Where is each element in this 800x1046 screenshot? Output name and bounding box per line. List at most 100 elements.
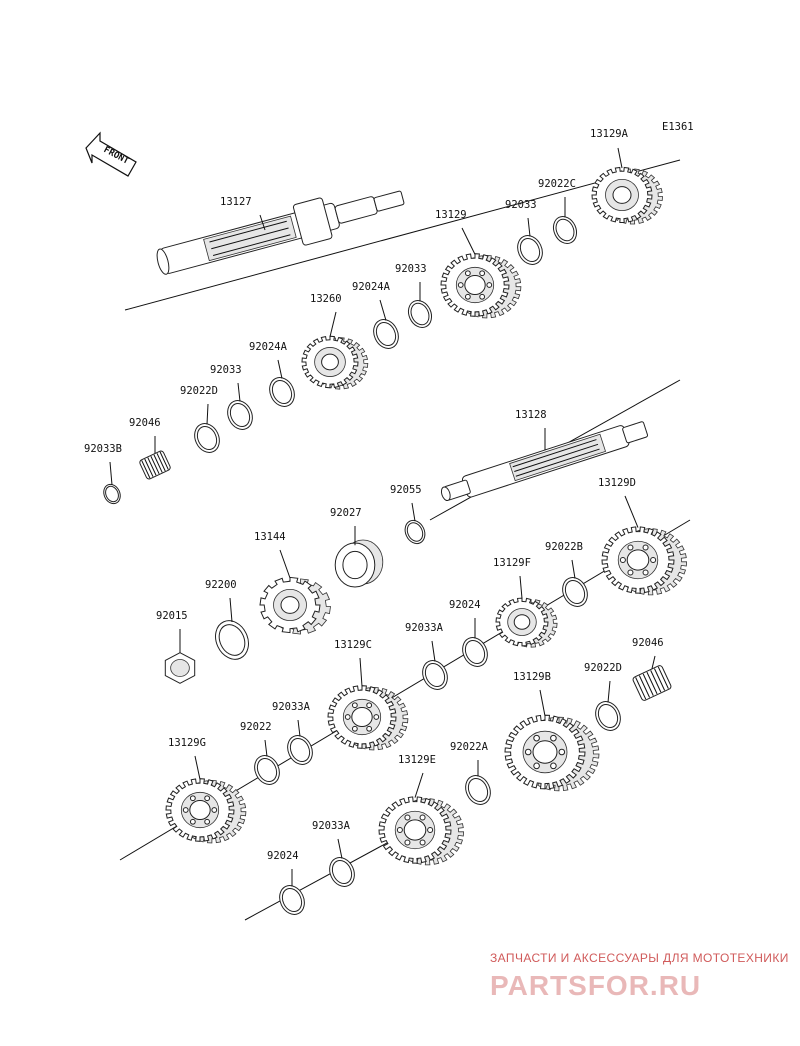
part-gear-13129D [601, 526, 688, 596]
part-label-13129: 13129 [435, 209, 467, 221]
leader-line [264, 739, 268, 757]
part-label-13127: 13127 [220, 196, 252, 208]
part-label-92033: 92033 [210, 364, 242, 376]
part-nut-92015 [164, 652, 196, 684]
part-label-92033: 92033 [505, 199, 537, 211]
watermark-brand: PARTSFOR.RU [490, 970, 701, 1001]
front-arrow-icon: FRONT [85, 131, 137, 177]
part-ring-92024A [269, 377, 295, 407]
part-gear-13129F [495, 597, 558, 648]
part-label-92046: 92046 [129, 417, 161, 429]
part-ring-92022 [254, 755, 280, 785]
part-label-92033A: 92033A [405, 622, 444, 634]
part-ring-92033 [407, 299, 433, 329]
leader-line [607, 680, 611, 703]
leader-line [109, 461, 113, 486]
leader-line [527, 217, 531, 237]
part-ring-92022D [595, 701, 621, 731]
part-label-92022: 92022 [240, 721, 272, 733]
leader-line [651, 655, 656, 669]
leader-line [624, 495, 639, 528]
part-label-92024: 92024 [267, 850, 299, 862]
part-bearing-92046 [139, 450, 171, 480]
part-ring-92033 [517, 235, 543, 265]
leader-line [431, 640, 436, 662]
part-washer-92200 [215, 620, 249, 660]
part-ring-92022D [194, 423, 220, 453]
part-ring-92055 [404, 519, 426, 545]
part-ring-92024 [462, 637, 488, 667]
leader-line [297, 719, 301, 737]
leader-line [571, 559, 576, 579]
shaft-13127 [156, 190, 405, 275]
parts-layer [103, 166, 688, 915]
part-gear-13129B [504, 714, 600, 792]
part-gear-13129E [378, 796, 465, 866]
leader-line [277, 359, 283, 379]
part-label-92022B: 92022B [545, 541, 583, 553]
part-label-92015: 92015 [156, 610, 188, 622]
part-label-13129D: 13129D [598, 477, 636, 489]
leader-line [519, 575, 523, 599]
part-label-13129C: 13129C [334, 639, 372, 651]
leader-line [539, 689, 546, 717]
part-collar-92027 [334, 539, 384, 588]
part-ring-92022A [465, 775, 491, 805]
part-ring-92033B [103, 483, 121, 505]
diagram-code: E1361 [662, 121, 694, 133]
leader-line [617, 147, 623, 169]
part-bearing-92046 [632, 665, 672, 701]
part-label-92046: 92046 [632, 637, 664, 649]
part-gear-13260 [301, 335, 369, 390]
leader-line [337, 838, 343, 859]
part-ring-92024 [279, 885, 305, 915]
part-label-92022D: 92022D [584, 662, 622, 674]
leader-line [461, 227, 476, 255]
part-ring-92022C [552, 215, 578, 245]
part-label-13129F: 13129F [493, 557, 531, 569]
part-gear-13129G [165, 778, 247, 844]
part-gear-13129A [591, 166, 663, 225]
leader-line [359, 657, 363, 687]
part-label-92027: 92027 [330, 507, 362, 519]
part-sprocket-13144 [259, 576, 331, 635]
labels-layer: 131271312813129A92022C920331312992033920… [84, 128, 664, 887]
watermark-tagline: ЗАПЧАСТИ И АКСЕССУАРЫ ДЛЯ МОТОТЕХНИКИ [490, 951, 789, 965]
part-label-92033A: 92033A [272, 701, 311, 713]
watermark: ЗАПЧАСТИ И АКСЕССУАРЫ ДЛЯ МОТОТЕХНИКИ PA… [490, 951, 789, 1001]
leader-line [194, 755, 201, 780]
part-ring-92033A [329, 857, 355, 887]
part-label-92200: 92200 [205, 579, 237, 591]
part-label-92024A: 92024A [352, 281, 391, 293]
part-ring-92033A [422, 660, 448, 690]
leader-line [206, 403, 209, 425]
part-label-13260: 13260 [310, 293, 342, 305]
part-ring-92024A [373, 319, 399, 349]
leader-line [414, 772, 424, 798]
part-label-13128: 13128 [515, 409, 547, 421]
part-ring-92022B [562, 577, 588, 607]
part-label-92024: 92024 [449, 599, 481, 611]
part-label-13129A: 13129A [590, 128, 629, 140]
leader-line [229, 597, 233, 623]
part-label-92033B: 92033B [84, 443, 122, 455]
part-gear-13129C [327, 685, 409, 751]
part-label-13129E: 13129E [398, 754, 436, 766]
leader-line [237, 382, 241, 402]
leader-line [411, 502, 416, 522]
leader-line [279, 549, 291, 579]
part-ring-92033 [227, 400, 253, 430]
shaft-13128 [440, 421, 648, 502]
part-gear-13129 [440, 253, 522, 319]
part-label-13129B: 13129B [513, 671, 551, 683]
leader-line [329, 311, 337, 337]
part-label-13144: 13144 [254, 531, 286, 543]
part-label-13129G: 13129G [168, 737, 206, 749]
part-label-92033: 92033 [395, 263, 427, 275]
part-ring-92033A [287, 735, 313, 765]
leader-line [379, 299, 387, 321]
part-label-92033A: 92033A [312, 820, 351, 832]
leader-line [259, 214, 266, 231]
part-label-92022C: 92022C [538, 178, 576, 190]
